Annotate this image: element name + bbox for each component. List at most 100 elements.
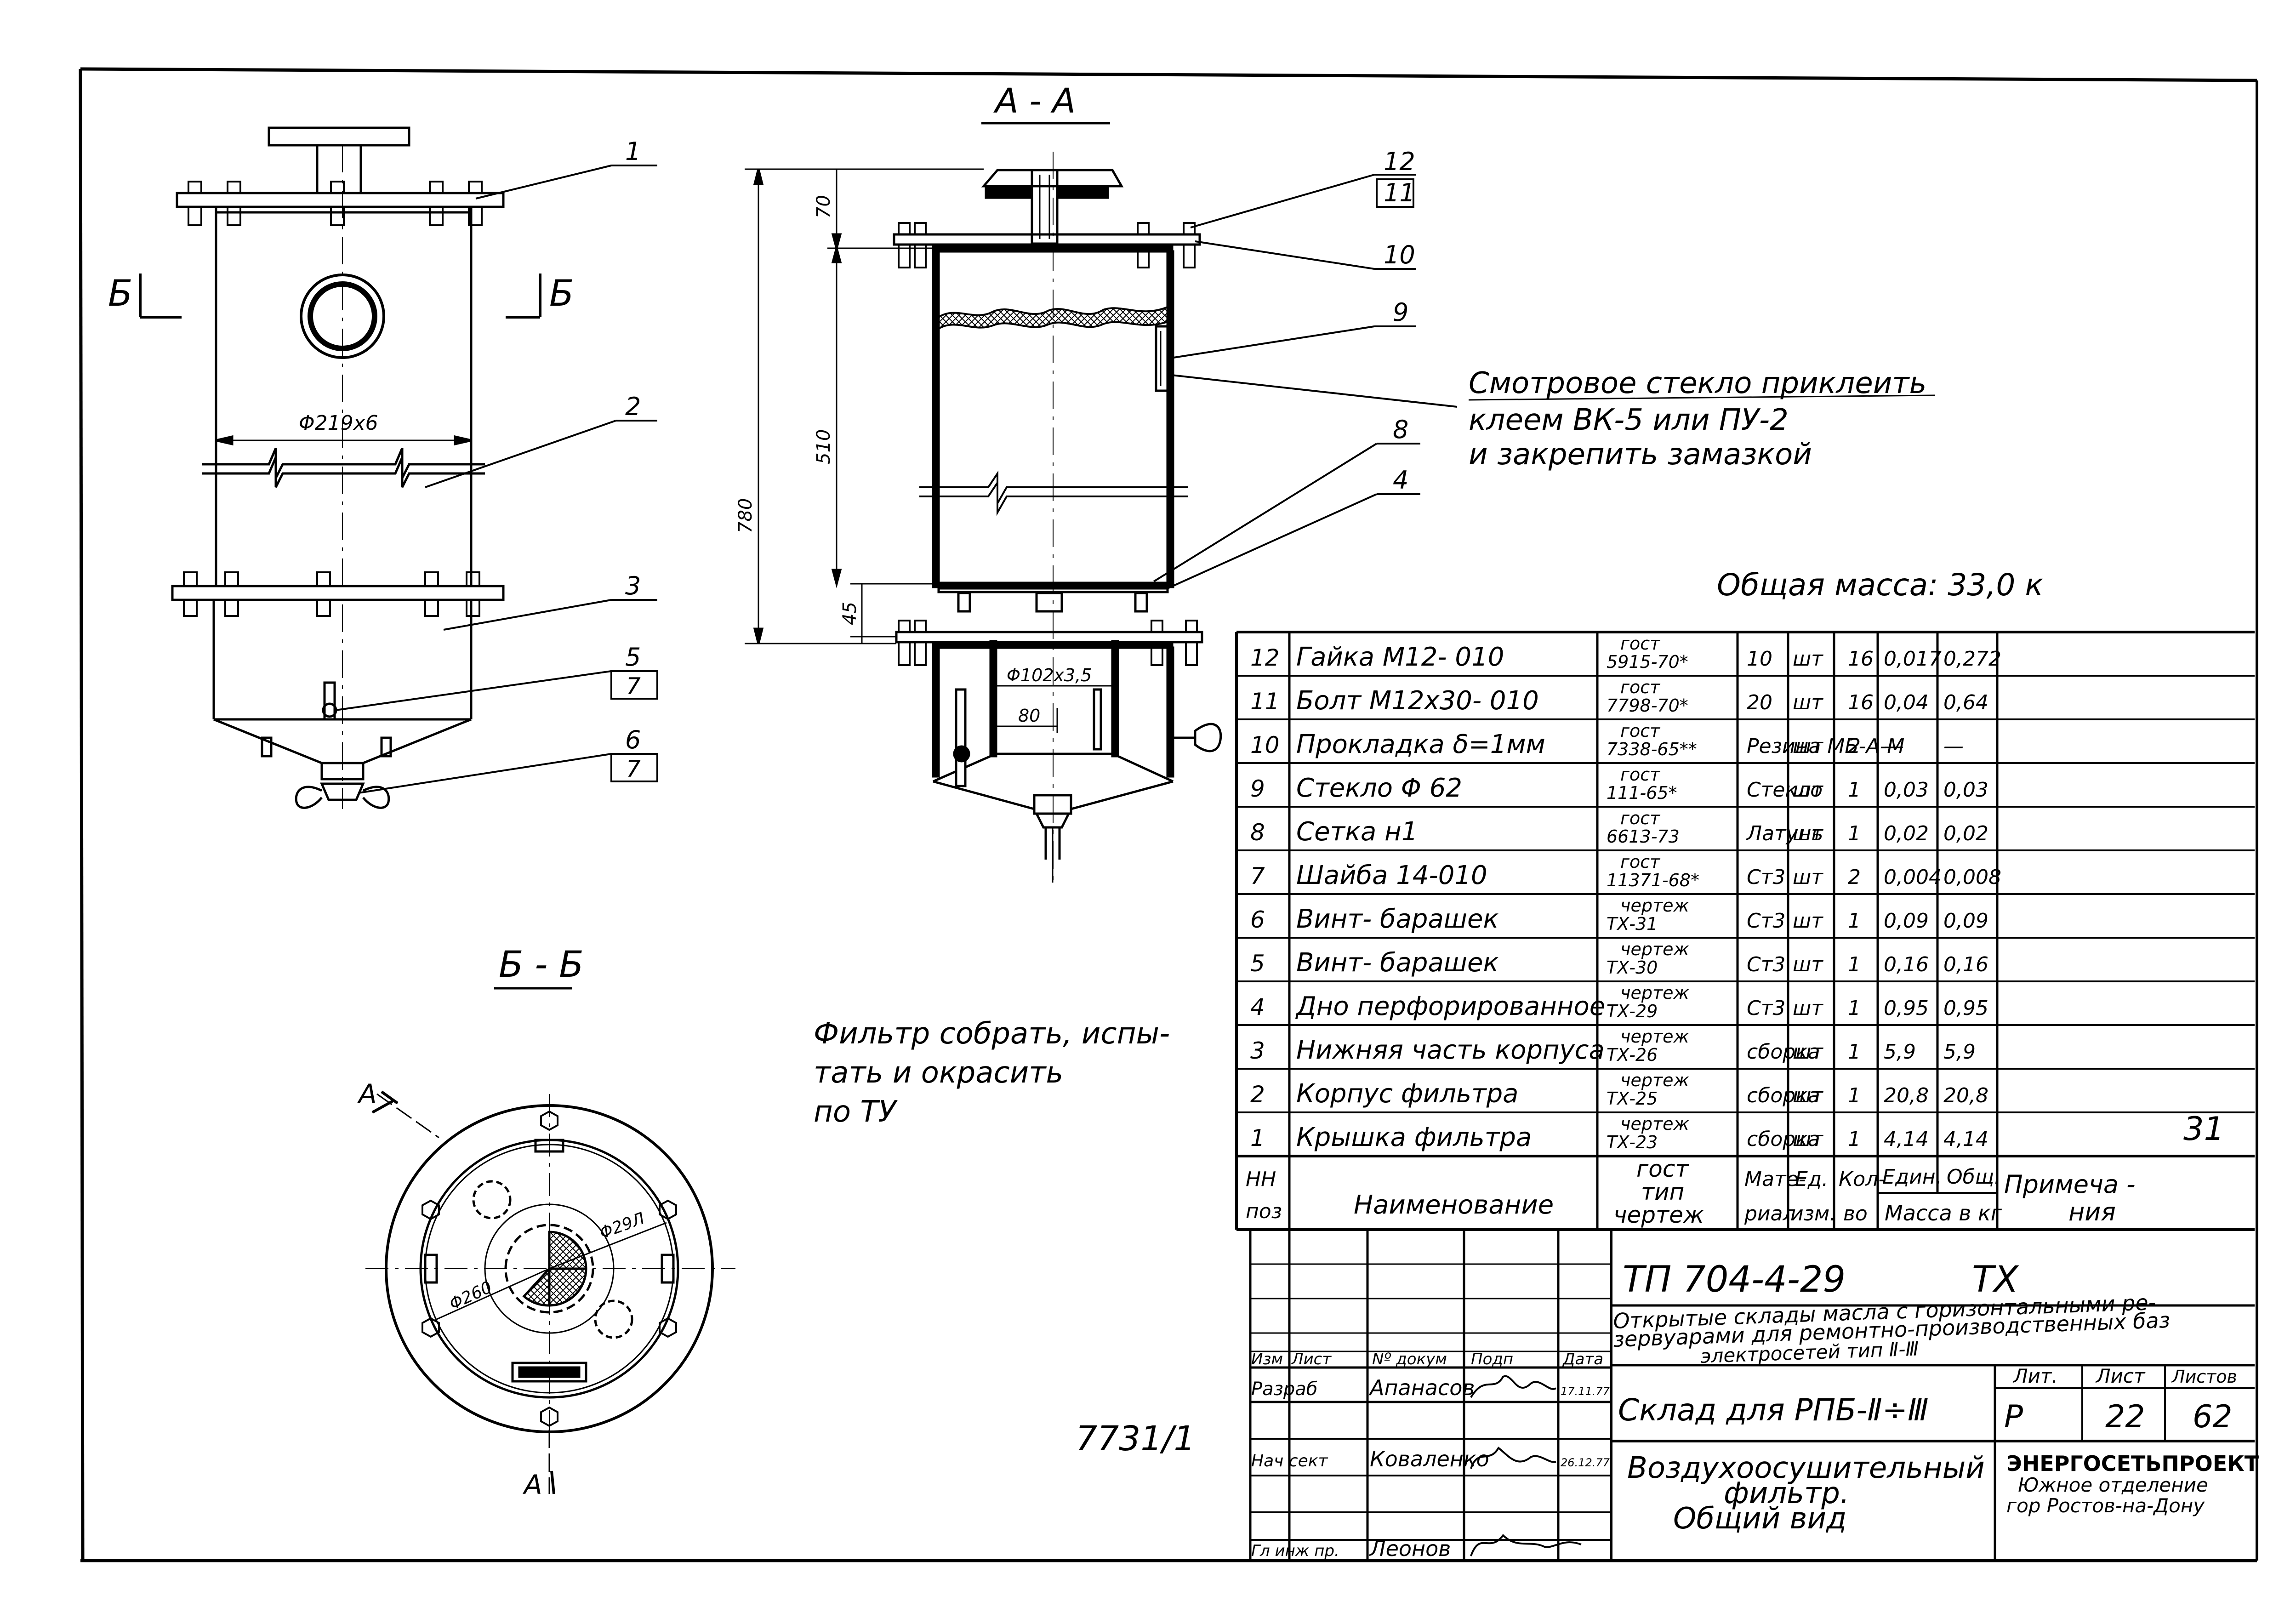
cell-pos: 8 [1250, 819, 1265, 846]
cell-total-mass: 0,95 [1943, 997, 1988, 1020]
sheet-frame [79, 67, 2258, 1562]
glass-note-line1: Смотровое стекло приклеить [1469, 366, 1926, 400]
callout-5-ref: 7 [626, 673, 641, 700]
cell-total-mass: — [1943, 735, 1964, 758]
cell-doc-number: ТХ-23 [1607, 1132, 1658, 1152]
cell-doc-number: 7338-65** [1607, 739, 1697, 759]
stage-label: Лит. [2012, 1365, 2058, 1387]
cell-doc-number: ТХ-31 [1607, 914, 1658, 934]
hdr-qty-a: Кол- [1839, 1168, 1886, 1191]
role-3: Гл инж пр. [1251, 1542, 1339, 1560]
cell-qty: 2 [1848, 735, 1861, 758]
cell-unit-mass: — [1884, 735, 1904, 758]
dim-plan-inner: Φ260 [446, 1278, 495, 1314]
cell-total-mass: 0,02 [1943, 822, 1988, 845]
project-code: ТП 704-4-29 [1623, 1259, 1846, 1300]
cell-doc-number: ТХ-25 [1607, 1088, 1658, 1109]
cell-doc-type: гост [1620, 677, 1661, 697]
dim-inner-offset: 80 [1018, 706, 1040, 726]
stage-value: Р [2004, 1399, 2023, 1435]
dim-45: 45 [839, 602, 860, 625]
glass-note-line2: клеем ВК-5 или ПУ-2 [1469, 403, 1789, 437]
dim-510: 510 [813, 429, 834, 464]
diameter-label: Φ219х6 [299, 411, 378, 435]
cell-qty: 1 [1848, 778, 1861, 802]
cell-material: сборка [1747, 1084, 1820, 1107]
cell-pos: 2 [1250, 1081, 1265, 1108]
role-2-date: 26.12.77 [1561, 1456, 1610, 1469]
cell-material: Ст3 [1747, 909, 1785, 933]
cell-pos: 6 [1250, 906, 1265, 933]
cell-name: Крышка фильтра [1296, 1123, 1532, 1152]
cell-total-mass: 0,03 [1943, 778, 1988, 802]
cell-unit: шт [1793, 1040, 1823, 1064]
cell-material: 10 [1747, 647, 1772, 671]
hdr-total-mass: Общ. [1947, 1165, 2000, 1189]
cell-name: Болт М12х30- 010 [1296, 686, 1539, 716]
cell-doc-type: гост [1620, 852, 1661, 872]
callout-6: 6 [625, 725, 641, 754]
elevation-view [171, 126, 505, 809]
cell-total-mass: 20,8 [1943, 1084, 1988, 1107]
drawing-title-line3: Общий вид [1673, 1502, 1846, 1536]
hdr-unit-a: Ед. [1795, 1168, 1828, 1191]
cell-qty: 1 [1848, 1128, 1861, 1151]
callout-4: 4 [1393, 466, 1408, 495]
callout-1: 1 [625, 137, 641, 166]
col-sign: Подп [1471, 1350, 1513, 1368]
hdr-pos-a: НН [1246, 1168, 1276, 1191]
role-3-name: Леонов [1369, 1536, 1451, 1561]
cell-unit-mass: 0,09 [1884, 909, 1929, 933]
cell-unit: шт [1793, 822, 1823, 845]
cell-unit-mass: 20,8 [1884, 1084, 1929, 1107]
title-block-grid [1249, 1230, 2255, 1561]
callout-8: 8 [1393, 415, 1408, 444]
cell-unit: шт [1793, 953, 1823, 976]
cell-total-mass: 0,64 [1943, 691, 1988, 714]
callout-3: 3 [625, 571, 641, 600]
hdr-note-b: ния [2068, 1197, 2116, 1226]
cell-material: Стекло [1747, 778, 1823, 802]
cell-material: 20 [1747, 691, 1772, 714]
cell-doc-number: 5915-70* [1607, 652, 1688, 672]
callout-5: 5 [625, 643, 641, 672]
cell-unit-mass: 0,04 [1884, 691, 1929, 714]
cell-doc-type: чертеж [1620, 939, 1689, 959]
section-aa-title: А - А [993, 81, 1076, 121]
sheets-value: 62 [2193, 1399, 2233, 1435]
cell-name: Прокладка δ=1мм [1296, 729, 1545, 759]
cell-doc-number: 7798-70* [1607, 695, 1688, 716]
cell-doc-number: ТХ-26 [1607, 1045, 1658, 1065]
drawing-title-line1: Воздухоосушительный [1627, 1451, 1985, 1485]
cell-material: Ст3 [1747, 866, 1785, 889]
hdr-material-a: Мате- [1744, 1168, 1806, 1191]
hdr-unit-b: изм. [1790, 1202, 1836, 1225]
cell-unit: шт [1793, 909, 1823, 933]
cell-material: Ст3 [1747, 997, 1785, 1020]
role-1: Разраб [1251, 1379, 1317, 1400]
callout-12: 12 [1384, 147, 1415, 176]
cut-label-a-top: А [357, 1078, 377, 1110]
org-city: гор Ростов-на-Дону [2006, 1494, 2205, 1517]
cell-unit: шт [1793, 691, 1823, 714]
cell-unit: шт [1793, 1128, 1823, 1151]
callout-11: 11 [1384, 178, 1415, 207]
cell-name: Стекло Φ 62 [1296, 773, 1462, 803]
cell-doc-type: гост [1620, 721, 1661, 741]
cell-doc-type: гост [1620, 633, 1661, 654]
cell-doc-number: 111-65* [1607, 783, 1677, 803]
cell-material: сборка [1747, 1040, 1820, 1064]
callout-10: 10 [1384, 240, 1415, 269]
hdr-pos-b: поз [1246, 1200, 1282, 1223]
section-leaders [1153, 174, 1458, 589]
cell-doc-number: 6613-73 [1607, 826, 1680, 847]
callout-2: 2 [625, 392, 641, 421]
callout-9: 9 [1393, 298, 1408, 327]
cell-doc-type: чертеж [1620, 1070, 1689, 1090]
